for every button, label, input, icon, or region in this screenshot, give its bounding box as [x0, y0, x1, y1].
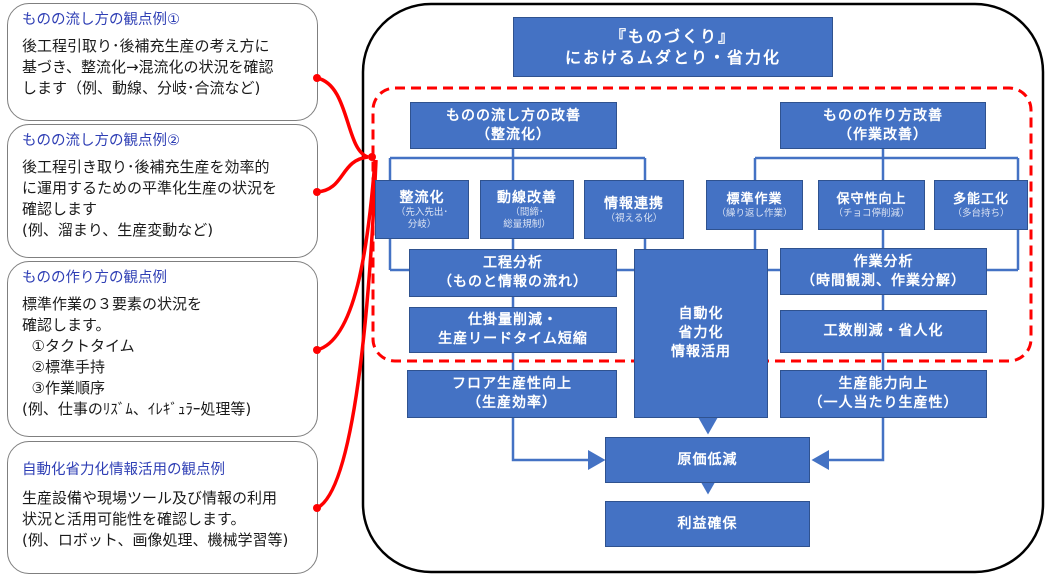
red-link-3 [316, 159, 377, 352]
box-dousen: 動線改善 （間締･ 総量規制） [480, 180, 574, 239]
red-link-1 [316, 76, 369, 159]
box-subtext: （視える化） [605, 212, 663, 224]
box-joho-renkei: 情報連携 （視える化） [584, 180, 684, 239]
box-seisan-noryoku: 生産能力向上 （一人当たり生産性） [780, 370, 987, 418]
box-text: 自動化 [678, 306, 724, 322]
box-text: 保守性向上 [836, 191, 907, 207]
note-title: ものの作り方の観点例 [22, 270, 167, 286]
red-dot [313, 504, 321, 512]
box-text: （一人当たり生産性） [808, 395, 959, 411]
box-text: 生産能力向上 [838, 376, 929, 392]
box-text: （作業改善） [838, 126, 928, 143]
box-text: 作業分析 [853, 253, 914, 270]
box-flow-improvement: ものの流し方の改善 （整流化） [410, 102, 617, 149]
outer-frame [361, 2, 1045, 574]
arrow-seisan-to-genka [811, 418, 885, 470]
note-automation: 自動化省力化情報活用の観点例 生産設備や現場ツール及び情報の利用 状況と活用可能… [7, 441, 318, 574]
note-flow-2: ものの流し方の観点例② 後工程引き取り･後補充生産を効率的 に運用するための平準… [7, 124, 318, 258]
box-subtext: （間締･ [510, 206, 544, 218]
box-text: 標準作業 [726, 191, 783, 207]
note-line: (例、仕事のﾘｽﾞﾑ、ｲﾚｷﾞｭﾗｰ処理等) [22, 400, 252, 418]
note-line: ③作業順序 [22, 379, 105, 397]
box-koutei-bunseki: 工程分析 （ものと情報の流れ） [409, 249, 617, 297]
red-dot [313, 188, 321, 196]
box-rieki-kakuho: 利益確保 [605, 501, 810, 547]
note-line: 生産設備や現場ツール及び情報の利用 [22, 489, 278, 507]
box-text: 工数削減・省人化 [823, 323, 944, 339]
note-line: 確認します。 [22, 316, 111, 334]
box-hoshu: 保守性向上 （チョコ停削減） [818, 180, 925, 230]
box-monozukuri: 『ものづくり』 におけるムダとり・省力化 [513, 17, 833, 77]
red-dot [313, 74, 321, 82]
box-text: （整流化） [476, 126, 551, 143]
box-hyojun-sagyo: 標準作業 （繰り返し作業） [706, 180, 803, 230]
box-text: 多能工化 [952, 191, 1009, 207]
note-line: 状況と活用可能性を確認します。 [22, 510, 246, 528]
box-make-improvement: ものの作り方改善 （作業改善） [780, 102, 986, 149]
note-line: (例、溜まり、生産変動など) [22, 221, 214, 239]
box-subtext: 分岐） [407, 218, 437, 230]
note-flow-1: ものの流し方の観点例① 後工程引取り･後補充生産の考え方に 基づき、整流化→混流… [7, 3, 318, 121]
box-shikake: 仕掛量削減・ 生産リードタイム短縮 [409, 307, 617, 353]
note-line: 後工程引取り･後補充生産の考え方に [22, 37, 270, 55]
box-text: 整流化 [399, 189, 445, 206]
box-text: 情報活用 [671, 344, 731, 360]
note-line: します（例、動線、分岐･合流など) [22, 79, 261, 97]
note-line: ①タクトタイム [22, 337, 135, 355]
box-text: 工程分析 [483, 255, 543, 271]
box-text: におけるムダとり・省力化 [564, 48, 781, 67]
note-line: (例、ロボット、画像処理、機械学習等) [22, 531, 289, 549]
box-subtext: （チョコ停削減） [833, 207, 910, 219]
red-dot [368, 153, 376, 161]
box-text: 情報連携 [604, 195, 664, 212]
box-text: 『ものづくり』 [609, 27, 736, 46]
box-text: フロア生産性向上 [452, 376, 572, 392]
box-floor: フロア生産性向上 （生産効率） [407, 370, 617, 418]
note-line: 標準作業の３要素の状況を [22, 295, 203, 313]
box-seiryuka: 整流化 （先入先出･ 分岐） [375, 180, 469, 239]
box-subtext: （繰り返し作業） [716, 207, 793, 219]
box-text: 省力化 [678, 325, 724, 341]
box-text: （時間観測、作業分解） [801, 272, 966, 289]
note-title: ものの流し方の観点例② [22, 133, 180, 149]
red-dot [313, 346, 321, 354]
box-genka-teigen: 原価低減 [605, 437, 810, 483]
box-text: ものの流し方の改善 [446, 107, 581, 124]
box-text: 原価低減 [677, 451, 738, 468]
note-line: に運用するための平準化生産の状況を [22, 179, 278, 197]
box-tanoko: 多能工化 （多台持ち） [934, 180, 1028, 230]
arrow-floor-to-genka [511, 418, 606, 470]
note-make: ものの作り方の観点例 標準作業の３要素の状況を 確認します。 ①タクトタイム ②… [7, 261, 318, 437]
note-title: ものの流し方の観点例① [22, 12, 180, 28]
box-text: 生産リードタイム短縮 [438, 331, 588, 347]
box-text: ものの作り方改善 [823, 107, 943, 124]
note-line: 後工程引き取り･後補充生産を効率的 [22, 158, 270, 176]
red-link-4 [316, 159, 378, 510]
box-subtext: 総量規制） [503, 218, 551, 230]
box-jidoka: 自動化 省力化 情報活用 [634, 249, 768, 418]
box-text: 動線改善 [497, 189, 557, 206]
note-line: 確認します [22, 200, 98, 218]
note-line: ②標準手持 [22, 358, 105, 376]
note-line: 基づき、整流化→混流化の状況を確認 [22, 58, 274, 76]
box-subtext: （先入先出･ [395, 206, 449, 218]
note-title: 自動化省力化情報活用の観点例 [22, 462, 225, 478]
box-text: 仕掛量削減・ [468, 312, 558, 328]
box-sagyo-bunseki: 作業分析 （時間観測、作業分解） [780, 248, 987, 295]
box-text: 利益確保 [677, 515, 738, 532]
box-text: （ものと情報の流れ） [438, 274, 588, 290]
box-subtext: （多台持ち） [952, 207, 1010, 219]
box-text: （生産効率） [467, 395, 557, 411]
red-link-2 [316, 155, 369, 194]
box-kousu: 工数削減・省人化 [780, 310, 987, 353]
